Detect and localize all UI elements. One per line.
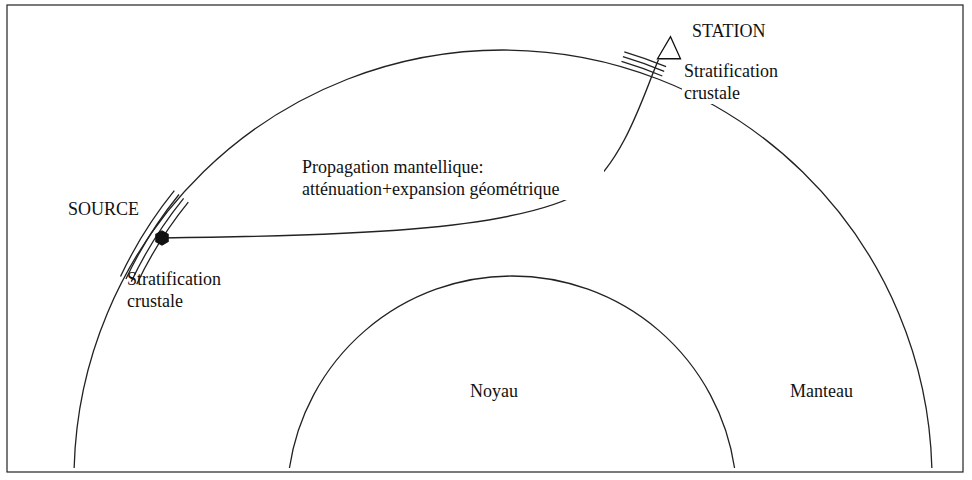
- source-symbol: [156, 231, 168, 245]
- frame: [7, 5, 963, 472]
- crust-label: Stratification crustale: [682, 60, 811, 104]
- station-symbol: [657, 37, 680, 59]
- ray-path: [162, 60, 659, 238]
- station-label: STATION: [692, 20, 766, 42]
- core-boundary: [289, 276, 734, 468]
- earth-surface: [74, 50, 932, 468]
- mantle-propagation-label: Propagation mantellique: atténuation+exp…: [300, 156, 604, 200]
- crust-label: Stratification crustale: [127, 268, 252, 312]
- mantle-label: Manteau: [790, 380, 853, 402]
- core-label: Noyau: [470, 380, 518, 402]
- source-label: SOURCE: [66, 198, 141, 220]
- earth-layers: [74, 37, 932, 468]
